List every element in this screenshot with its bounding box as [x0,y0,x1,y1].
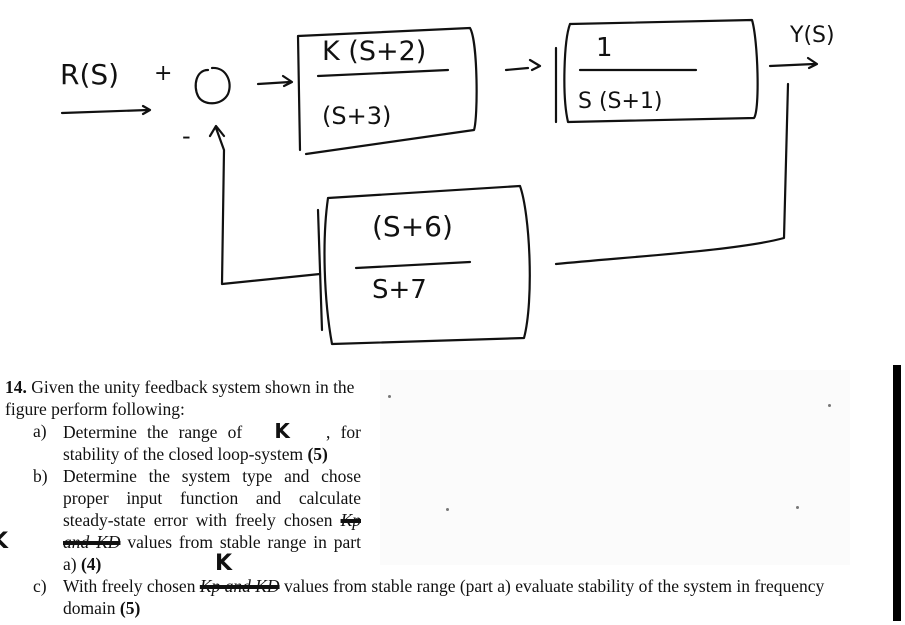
part-c-text-2: values from stable range (part a) evalua… [63,576,825,618]
block1-box [296,26,478,156]
part-a-text-before: Determine the range of [63,422,243,442]
sum-to-block1-arrow [256,74,294,88]
block2-box [554,18,759,124]
output-label: Y(S) [789,23,835,48]
feedback-numerator: (S+6) [372,210,453,243]
block2-denominator: S (S+1) [578,89,663,114]
blurred-region [380,370,850,565]
struck-kp-kd: Kp and KD [63,510,361,552]
feedback-path-left [208,124,322,286]
speck [388,395,391,398]
feedback-fraction-line [354,260,472,270]
sum-minus-sign: - [182,122,191,150]
speck [796,506,799,509]
part-c-marks: (5) [119,598,141,618]
block1-fraction-line [316,68,450,78]
part-c-label: c) [33,576,47,596]
summing-junction [194,66,231,105]
struck-kp-kd: Kp and KD [199,576,280,596]
part-c-text: With freely chosen Kp and KD values from… [63,575,848,619]
question-intro-text: Given the unity feedback system shown in… [5,377,355,419]
sum-plus-sign: + [154,61,172,86]
input-label: R(S) [60,58,119,91]
feedback-path-right [554,82,790,266]
question-14: 14. Given the unity feedback system show… [0,376,855,619]
part-b-text: Determine the system type and chose prop… [63,465,361,575]
margin-bar [893,365,901,621]
output-arrow [768,56,819,70]
part-a-label: a) [33,421,47,441]
part-a-marks: (5) [307,444,328,464]
input-arrow [60,104,152,116]
part-c-text-1: With freely chosen [63,576,196,596]
part-c: c) K With freely chosen Kp and KD values… [5,553,855,619]
speck [446,508,449,511]
block1-denominator: (S+3) [322,102,391,130]
feedback-denominator: S+7 [372,275,427,305]
block1-to-block2-arrow [504,58,542,72]
block-diagram: R(S) + - Y(S) K (S+2) (S+3) 1 S (S+1) (S… [60,18,835,346]
part-b: b) K Determine the system type and chose… [0,465,855,575]
part-b-text-2: values from stable range in part a) [63,532,361,574]
part-b-label: b) [33,466,48,486]
part-a-text: Determine the range of K , for stability… [63,420,361,465]
part-b-marks: (4) [80,554,102,574]
handwritten-k: K [215,551,233,576]
handwritten-k: K [0,531,8,553]
question-number: 14. [5,377,27,397]
block1-numerator: K (S+2) [322,36,426,67]
part-a: a) Determine the range of K , for stabil… [5,420,855,465]
question-intro: 14. Given the unity feedback system show… [5,376,361,420]
feedback-box [316,184,531,346]
speck [828,404,831,407]
handwritten-k: K [274,419,290,443]
block2-numerator: 1 [596,33,613,63]
part-b-text-1: Determine the system type and chose prop… [63,466,361,530]
part-a-text-after: , for stability of the closed loop-syste… [63,422,361,464]
